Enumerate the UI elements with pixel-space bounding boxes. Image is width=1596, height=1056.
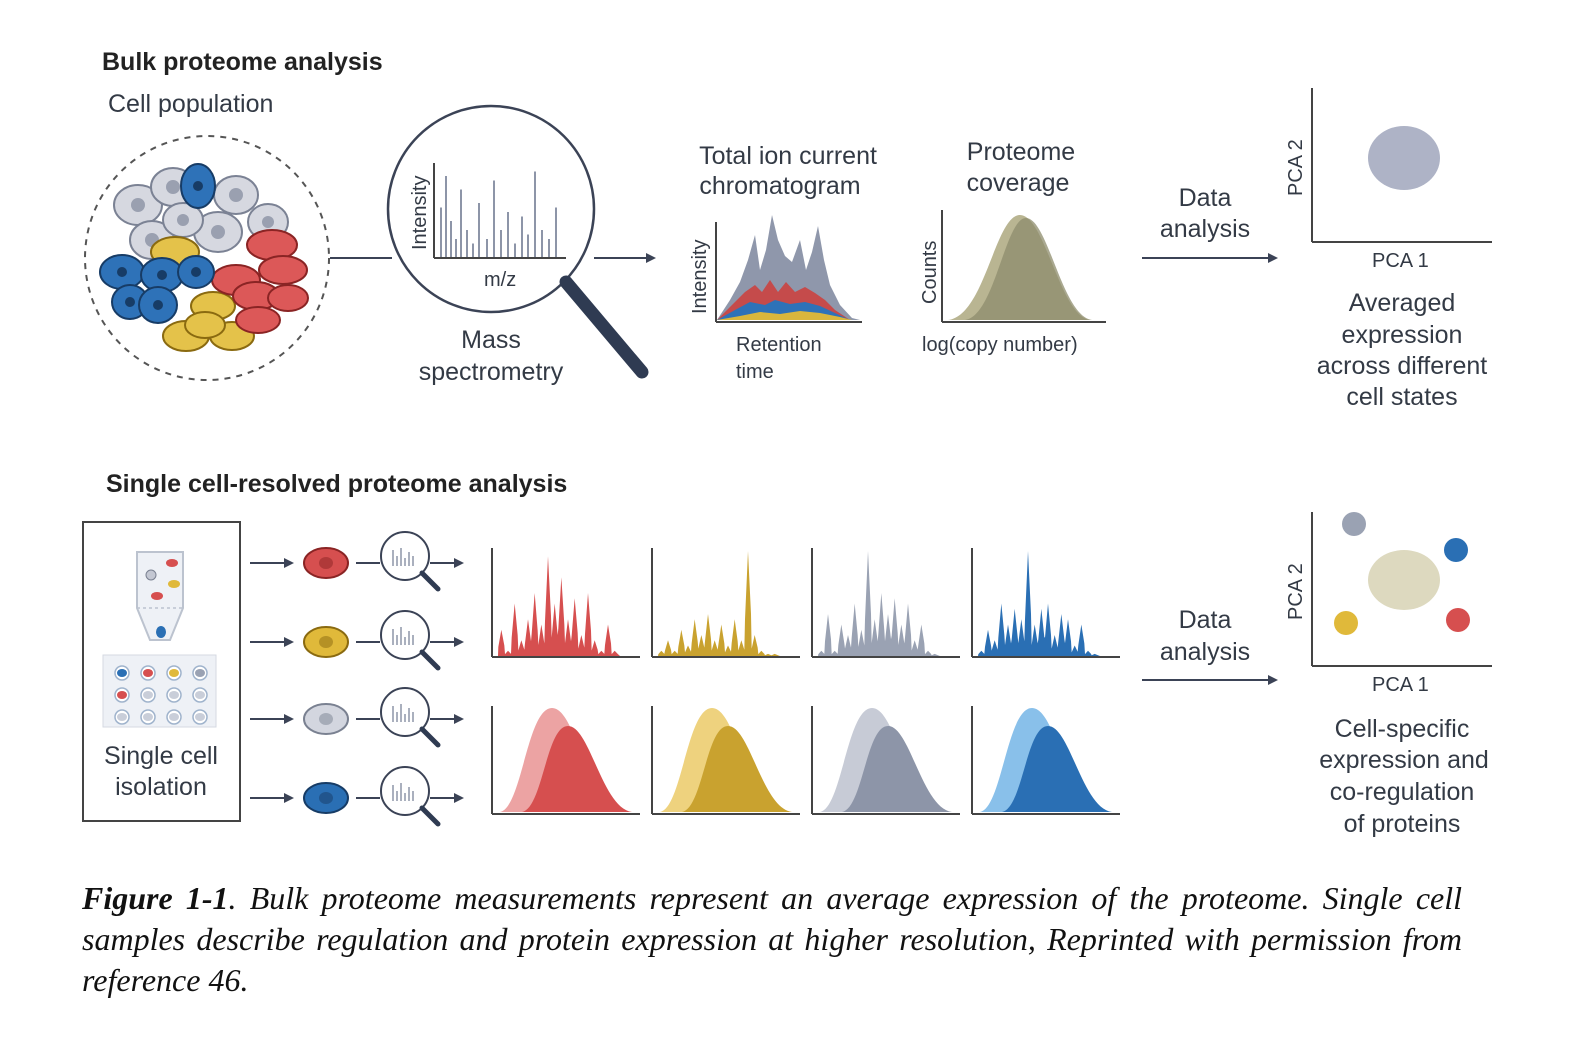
single-heading: Single cell-resolved proteome analysis <box>106 470 567 498</box>
bulk-pca-plot <box>1311 88 1492 243</box>
tic-ylabel: Intensity <box>689 240 711 314</box>
coverage-title-line1: Proteome <box>967 138 1075 166</box>
single-cell-spectrum <box>811 548 960 658</box>
tic-title-line1: Total ion current <box>699 142 877 170</box>
coverage-ylabel: Counts <box>919 241 941 304</box>
figure-diagram: Bulk proteome analysis Cell population <box>82 48 1492 838</box>
coverage-title-line2: coverage <box>967 169 1070 197</box>
single-pca-ylabel: PCA 2 <box>1285 563 1307 620</box>
caption-text: . Bulk proteome measurements represent a… <box>82 880 1463 998</box>
bulk-result-line2: expression <box>1342 321 1463 349</box>
tic-title-line2: chromatogram <box>699 172 860 200</box>
single-cell-coverage <box>651 706 800 815</box>
arrow-icon <box>1142 675 1278 685</box>
coverage-plot <box>941 210 1106 323</box>
mass-spectrum-plot <box>433 163 566 259</box>
caption-label: Figure 1-1 <box>82 880 229 916</box>
ms-label-line1: Mass <box>461 326 521 354</box>
single-pca-xlabel: PCA 1 <box>1372 674 1429 696</box>
isolation-label-line2: isolation <box>115 773 207 801</box>
single-result-line1: Cell-specific <box>1335 715 1470 743</box>
bulk-result-line1: Averaged <box>1349 289 1456 317</box>
cell-to-ms-row <box>250 531 464 592</box>
isolation-label-line1: Single cell <box>104 742 218 770</box>
single-cell-coverage <box>811 706 960 815</box>
single-cell-spectrum <box>491 548 640 658</box>
single-cell-coverage <box>971 706 1120 815</box>
cell-to-ms-row <box>250 610 464 671</box>
arrow-icon <box>594 253 656 263</box>
single-pca-plot <box>1311 512 1492 667</box>
single-cell-isolation-box <box>82 521 241 822</box>
single-result-line3: co-regulation <box>1330 778 1475 806</box>
tic-chromatogram <box>715 215 862 323</box>
bulk-pca-xlabel: PCA 1 <box>1372 250 1429 272</box>
figure-caption: Figure 1-1. Bulk proteome measurements r… <box>82 878 1462 1001</box>
ms-label-line2: spectrometry <box>419 358 564 386</box>
cell-population-cluster <box>84 135 330 381</box>
bulk-heading: Bulk proteome analysis <box>102 48 383 76</box>
tic-xlabel-line2: time <box>736 361 774 383</box>
single-data-analysis-line2: analysis <box>1160 638 1250 666</box>
single-result-line4: of proteins <box>1344 810 1461 838</box>
single-cell-coverage <box>491 706 640 815</box>
single-result-line2: expression and <box>1319 746 1489 774</box>
bulk-data-analysis-line2: analysis <box>1160 215 1250 243</box>
cell-to-ms-row <box>250 766 464 827</box>
single-cell-spectrum <box>971 548 1120 658</box>
ms-intensity-label: Intensity <box>409 176 431 250</box>
tic-xlabel-line1: Retention <box>736 334 822 356</box>
bulk-result-line3: across different <box>1317 352 1488 380</box>
cell-to-ms-row <box>250 687 464 748</box>
bulk-pca-ylabel: PCA 2 <box>1285 139 1307 196</box>
bulk-data-analysis-line1: Data <box>1179 184 1232 212</box>
coverage-xlabel: log(copy number) <box>922 334 1078 356</box>
cell-population-label: Cell population <box>108 90 273 118</box>
single-cell-spectrum <box>651 548 800 658</box>
magnifier-icon <box>386 104 649 379</box>
arrow-icon <box>1142 253 1278 263</box>
ms-mz-label: m/z <box>484 269 516 291</box>
bulk-result-line4: cell states <box>1346 383 1457 411</box>
single-data-analysis-line1: Data <box>1179 606 1232 634</box>
